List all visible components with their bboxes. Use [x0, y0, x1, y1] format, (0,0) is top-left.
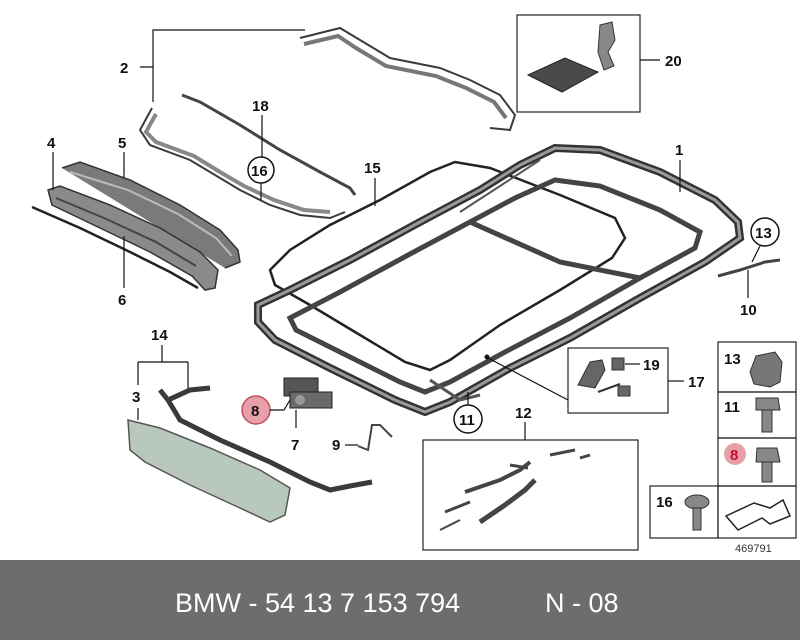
callout-8: 8 — [251, 403, 259, 420]
callout-6: 6 — [118, 292, 126, 309]
image-number: 469791 — [735, 543, 772, 555]
legend-16: 16 — [656, 494, 673, 511]
part-suffix-text: N - 08 — [545, 588, 619, 618]
legend-8-highlight — [724, 443, 746, 465]
sunroof-exploded-diagram: 2 18 16 4 5 6 15 1 13 10 14 3 — [31, 14, 797, 555]
callout-18: 18 — [252, 98, 269, 115]
part-9-bracket — [357, 424, 393, 452]
part-7-drive-motor — [283, 377, 333, 409]
part-18-seal-strip — [181, 93, 357, 196]
legend-16-screw-icon — [684, 494, 710, 531]
callout-1: 1 — [675, 142, 683, 159]
part-number-text: BMW - 54 13 7 153 794 — [175, 588, 461, 618]
callout-4: 4 — [47, 135, 56, 152]
callout-14-bracket — [137, 361, 189, 390]
callout-19: 19 — [643, 357, 660, 374]
callout-3: 3 — [132, 389, 140, 406]
callout-7: 7 — [291, 437, 299, 454]
part-3-trim-panel — [127, 419, 291, 523]
part-12-box — [422, 439, 639, 551]
callout-2: 2 — [120, 60, 128, 77]
part-4-deflector-frame — [47, 185, 219, 291]
legend-13: 13 — [724, 351, 741, 368]
legend-8-screw-icon — [755, 447, 781, 483]
callout-16: 16 — [251, 163, 268, 180]
callout-13-leader — [751, 245, 761, 263]
callout-10: 10 — [740, 302, 757, 319]
callout-12: 12 — [515, 405, 532, 422]
part-2-frame-rail — [138, 26, 517, 220]
part-12-guide-kit — [439, 448, 591, 531]
callout-2-leader — [140, 29, 305, 102]
callout-9: 9 — [332, 437, 340, 454]
direction-arrow-icon — [724, 498, 791, 531]
part-6-seal-strip — [31, 205, 199, 290]
callout-11: 11 — [459, 412, 475, 429]
callout-8-leader — [270, 399, 291, 411]
part-19-clips — [577, 357, 631, 397]
legend-8: 8 — [730, 447, 738, 464]
part-10-drain-hose — [717, 258, 781, 278]
legend-11-bolt-icon — [755, 397, 781, 433]
legend-13-grommet-icon — [749, 351, 783, 388]
callout-13-circle — [750, 217, 780, 247]
callout-17: 17 — [688, 374, 705, 391]
callout-15: 15 — [364, 160, 381, 177]
part-20-bracket — [597, 21, 616, 71]
fastener-legend — [649, 341, 797, 539]
part-14-front-seal — [158, 385, 373, 493]
legend-11: 11 — [724, 399, 740, 416]
part-20-pad — [526, 57, 600, 93]
part-15-glass-seal — [268, 160, 627, 372]
callout-17-point — [484, 354, 490, 360]
callout-13: 13 — [755, 225, 772, 242]
part-5-wind-deflector — [61, 161, 241, 269]
part-1-sunroof-frame — [254, 143, 745, 417]
callout-17-frame-leader — [487, 357, 569, 401]
callout-5: 5 — [118, 135, 126, 152]
callout-20: 20 — [665, 53, 682, 70]
part-number-footer: BMW - 54 13 7 153 794 N - 08 — [0, 560, 800, 640]
callout-14: 14 — [151, 327, 168, 344]
